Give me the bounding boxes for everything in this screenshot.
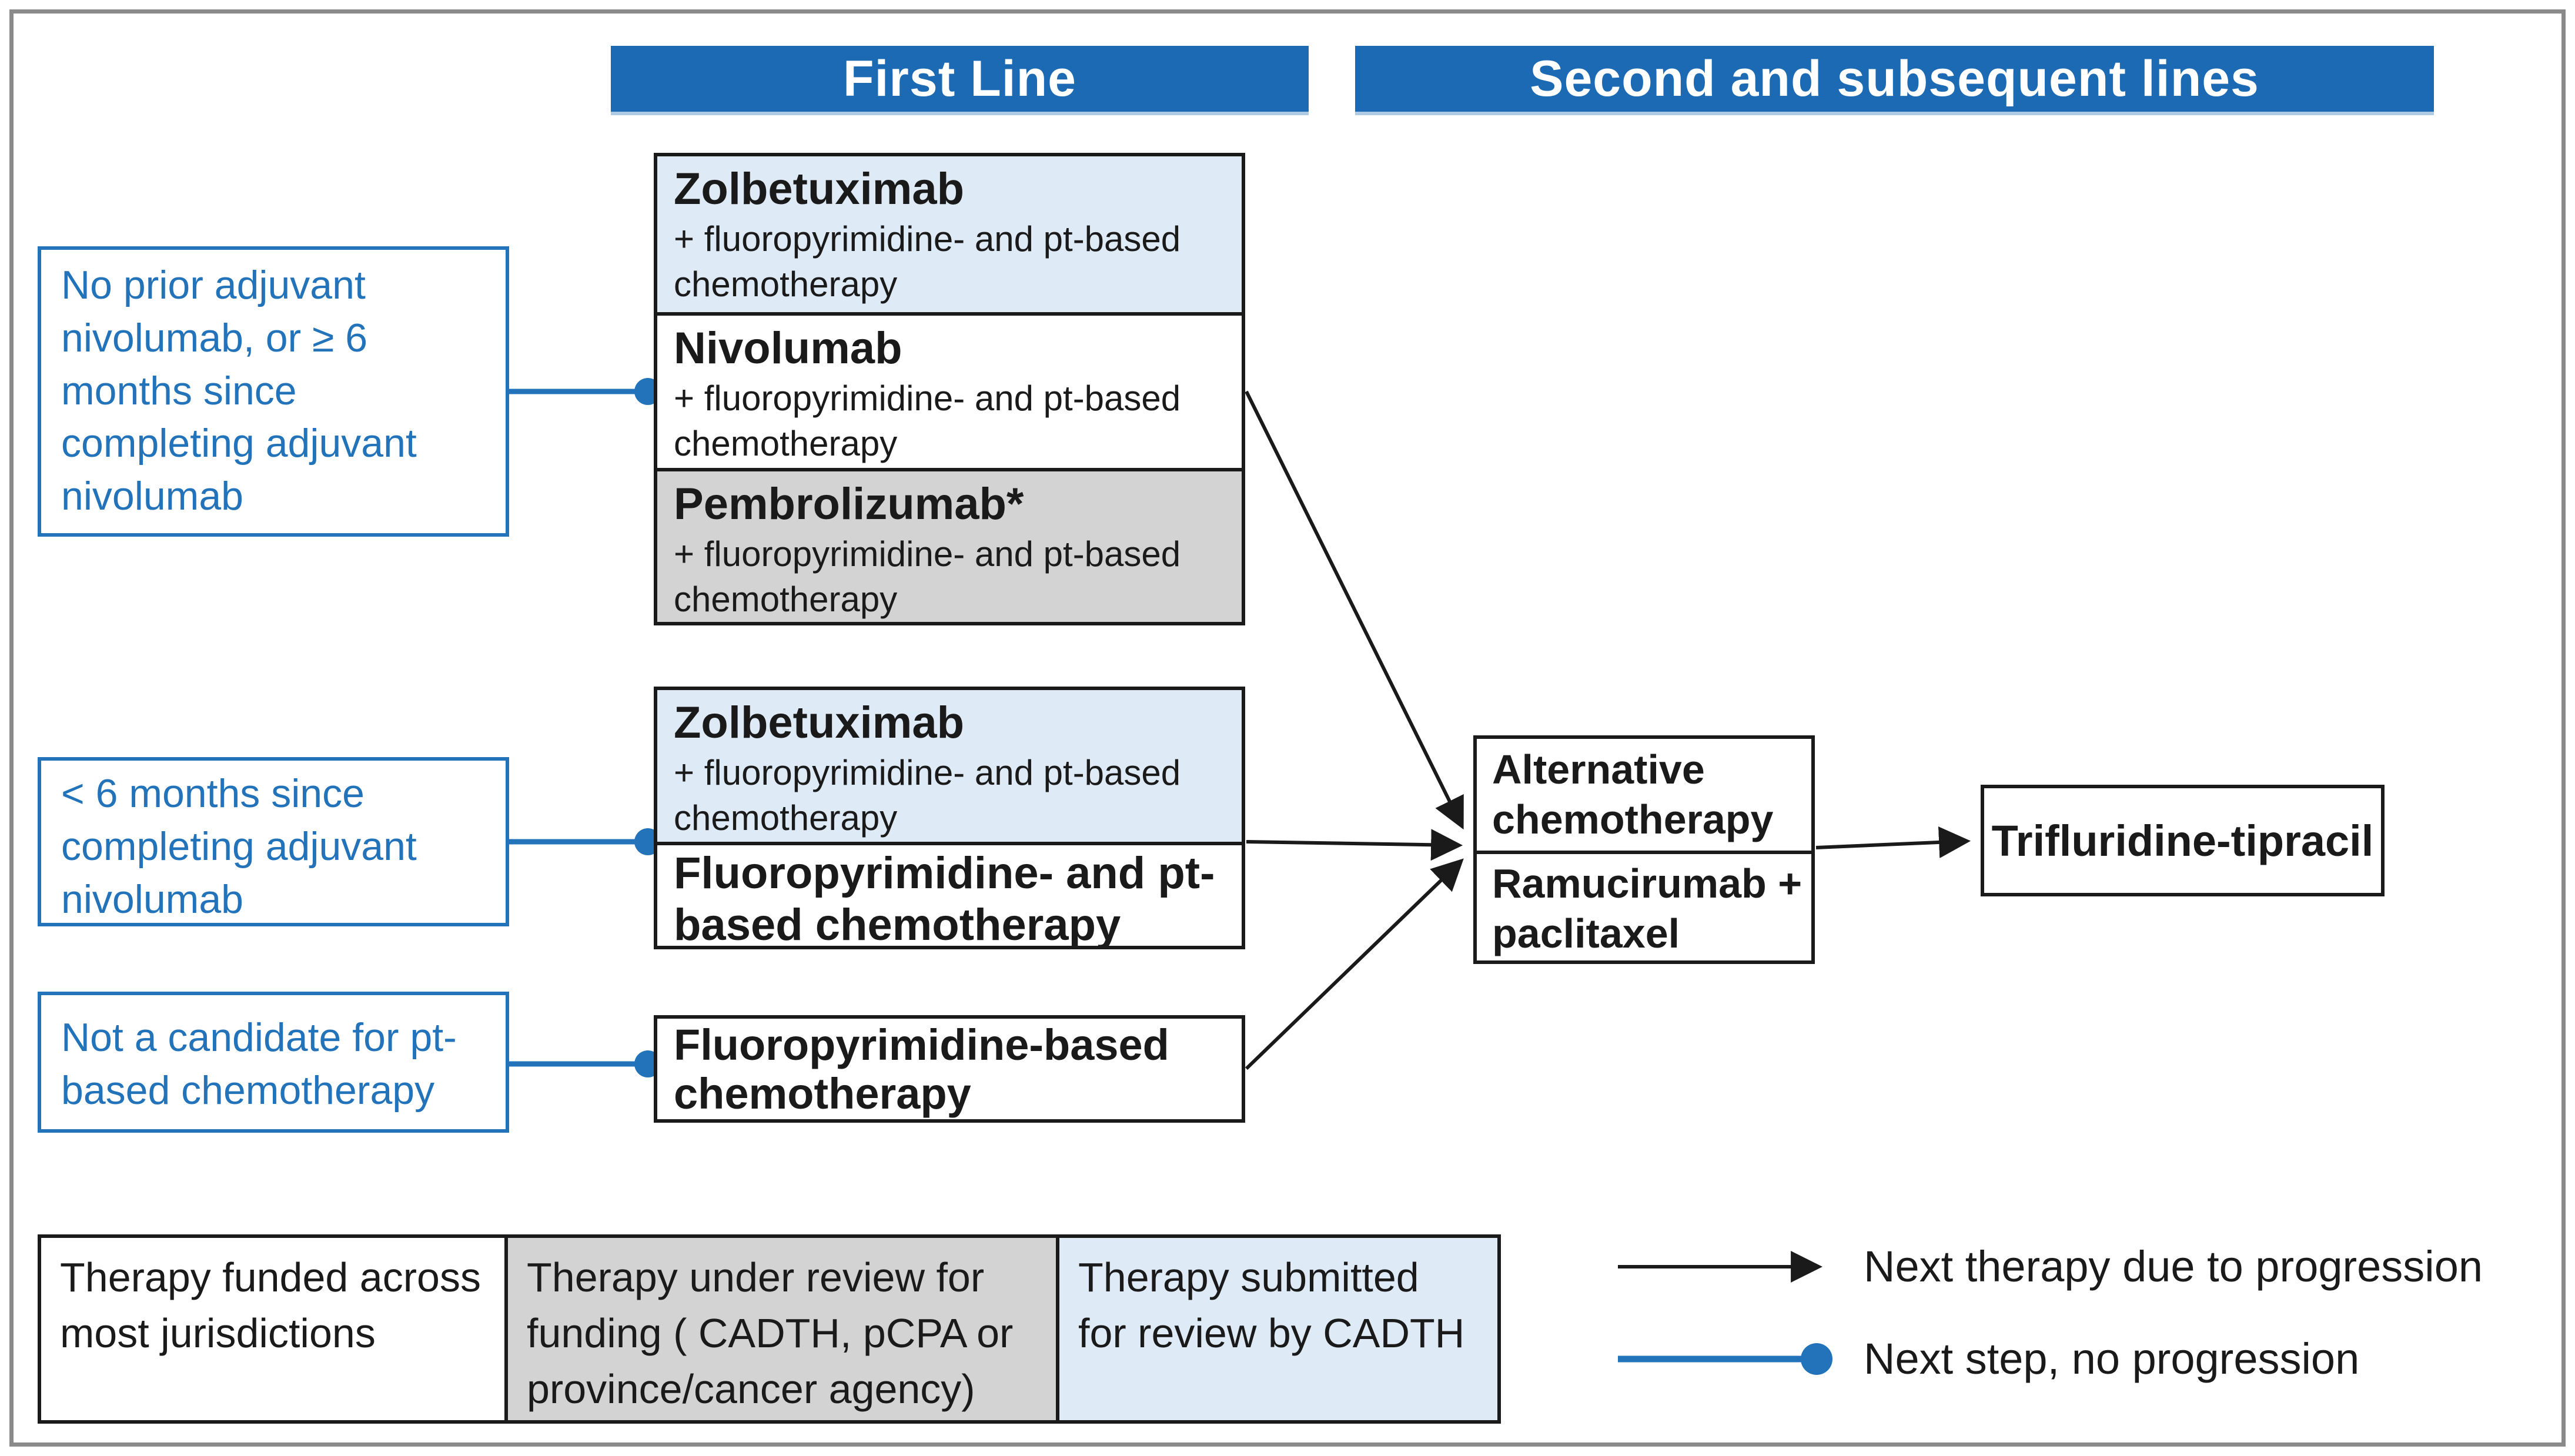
therapy-title: Zolbetuximab — [674, 698, 965, 748]
condition-box-less-6-months: < 6 months since completing adjuvant niv… — [38, 757, 509, 926]
first-line-title: First Line — [842, 50, 1077, 107]
trifluridine-tipracil-box: Trifluridine-tipracil — [1981, 785, 2385, 896]
second-line-title: Second and subsequent lines — [1530, 50, 2259, 107]
therapy-detail: + fluoropyrimidine- and pt-based chemoth… — [674, 378, 1181, 463]
header-bar-second-line: Second and subsequent lines — [1355, 46, 2434, 112]
trifluridine-label: Trifluridine-tipracil — [1991, 816, 2374, 865]
therapy-option-fluoropyrimidine-pt: Fluoropyrimidine- and pt- based chemothe… — [657, 842, 1242, 946]
therapy-option-zolbetuximab-2: Zolbetuximab + fluoropyrimidine- and pt-… — [657, 690, 1242, 842]
legend-table: Therapy funded across most jurisdictions… — [38, 1234, 1501, 1424]
figure-border — [9, 9, 2566, 1447]
alternative-chemotherapy-box: Alternative chemotherapy — [1492, 747, 1774, 843]
second-line-box: Alternative chemotherapy Ramucirumab + p… — [1473, 735, 1815, 964]
therapy-group-less-6-months: Zolbetuximab + fluoropyrimidine- and pt-… — [654, 687, 1245, 949]
legend-arrow-no-progression-label: Next step, no progression — [1864, 1334, 2360, 1383]
therapy-option-fluoropyrimidine-based: Fluoropyrimidine-based chemotherapy — [657, 1019, 1242, 1119]
legend-cell-submitted: Therapy submitted for review by CADTH — [1056, 1234, 1501, 1424]
legend-arrow-progression-label: Next therapy due to progression — [1864, 1242, 2483, 1291]
header-bar-first-line: First Line — [611, 46, 1309, 112]
legend-cell-under-review: Therapy under review for funding ( CADTH… — [504, 1234, 1059, 1424]
therapy-title: Nivolumab — [674, 323, 902, 373]
therapy-title: Pembrolizumab* — [674, 479, 1024, 529]
therapy-detail: + fluoropyrimidine- and pt-based chemoth… — [674, 534, 1181, 619]
therapy-group-not-pt-candidate: Fluoropyrimidine-based chemotherapy — [654, 1015, 1245, 1123]
therapy-option-pembrolizumab: Pembrolizumab* + fluoropyrimidine- and p… — [657, 468, 1242, 622]
therapy-title: Fluoropyrimidine- and pt- based chemothe… — [674, 848, 1215, 946]
therapy-option-nivolumab: Nivolumab + fluoropyrimidine- and pt-bas… — [657, 312, 1242, 468]
therapy-detail: + fluoropyrimidine- and pt-based chemoth… — [674, 219, 1181, 304]
therapy-title: Fluoropyrimidine-based chemotherapy — [674, 1020, 1169, 1118]
therapy-detail: + fluoropyrimidine- and pt-based chemoth… — [674, 752, 1181, 838]
ramucirumab-paclitaxel-box: Ramucirumab + paclitaxel — [1477, 851, 1811, 960]
therapy-group-no-prior-nivolumab: Zolbetuximab + fluoropyrimidine- and pt-… — [654, 153, 1245, 625]
therapy-title: Zolbetuximab — [674, 164, 965, 214]
legend-cell-funded: Therapy funded across most jurisdictions — [38, 1234, 508, 1424]
condition-box-not-pt-candidate: Not a candidate for pt- based chemothera… — [38, 992, 509, 1133]
condition-box-no-prior-nivolumab: No prior adjuvant nivolumab, or ≥ 6 mont… — [38, 246, 509, 537]
therapy-option-zolbetuximab: Zolbetuximab + fluoropyrimidine- and pt-… — [657, 156, 1242, 312]
